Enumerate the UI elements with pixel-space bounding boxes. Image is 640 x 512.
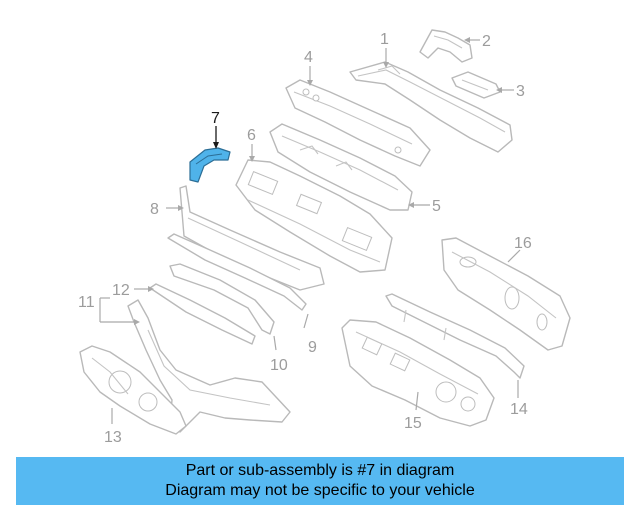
- part-6-dash-panel-upper[interactable]: [235, 159, 393, 273]
- part-10-curved-rail[interactable]: [169, 263, 275, 335]
- callout-3: 3: [516, 83, 525, 100]
- part-7-highlighted-bracket[interactable]: [189, 147, 231, 183]
- part-15-dash-panel-lower[interactable]: [341, 319, 495, 427]
- part-5-cowl-cover[interactable]: [269, 123, 413, 211]
- callout-13: 13: [104, 429, 122, 446]
- banner-line-2: Diagram may not be specific to your vehi…: [165, 482, 475, 499]
- callout-14: 14: [510, 401, 528, 418]
- callout-numbers: 1 2 3 4 5 6 7 8 9 10 11 12 13 14 15 16: [78, 31, 532, 446]
- callout-8: 8: [150, 201, 159, 218]
- callout-12: 12: [112, 282, 130, 299]
- callout-15: 15: [404, 415, 422, 432]
- part-14-lower-member[interactable]: [385, 293, 525, 379]
- callout-16: 16: [514, 235, 532, 252]
- callout-7: 7: [211, 110, 220, 127]
- part-11-lower-assembly[interactable]: [127, 299, 291, 433]
- callout-6: 6: [247, 127, 256, 144]
- callout-2: 2: [482, 33, 491, 50]
- callout-11: 11: [78, 294, 95, 311]
- parts-diagram: 1 2 3 4 5 6 7 8 9 10 11 12 13 14 15 16: [78, 29, 571, 446]
- part-9-rail[interactable]: [167, 233, 307, 311]
- part-2-bracket[interactable]: [419, 29, 473, 63]
- info-banner: Part or sub-assembly is #7 in diagram Di…: [16, 457, 624, 505]
- part-1-cowl-top-panel[interactable]: [349, 61, 513, 153]
- part-4-upper-cowl-panel[interactable]: [285, 79, 431, 167]
- part-3-plate[interactable]: [451, 71, 501, 99]
- callout-4: 4: [304, 49, 313, 66]
- part-16-insulator[interactable]: [441, 237, 571, 351]
- callout-10: 10: [270, 357, 288, 374]
- callout-5: 5: [432, 198, 441, 215]
- banner-line-1: Part or sub-assembly is #7 in diagram: [185, 462, 455, 479]
- callout-9: 9: [308, 339, 317, 356]
- part-12-lower-rail[interactable]: [149, 283, 256, 345]
- part-13-side-panel[interactable]: [79, 345, 187, 435]
- leader-lines: [99, 37, 521, 424]
- callout-1: 1: [380, 31, 389, 48]
